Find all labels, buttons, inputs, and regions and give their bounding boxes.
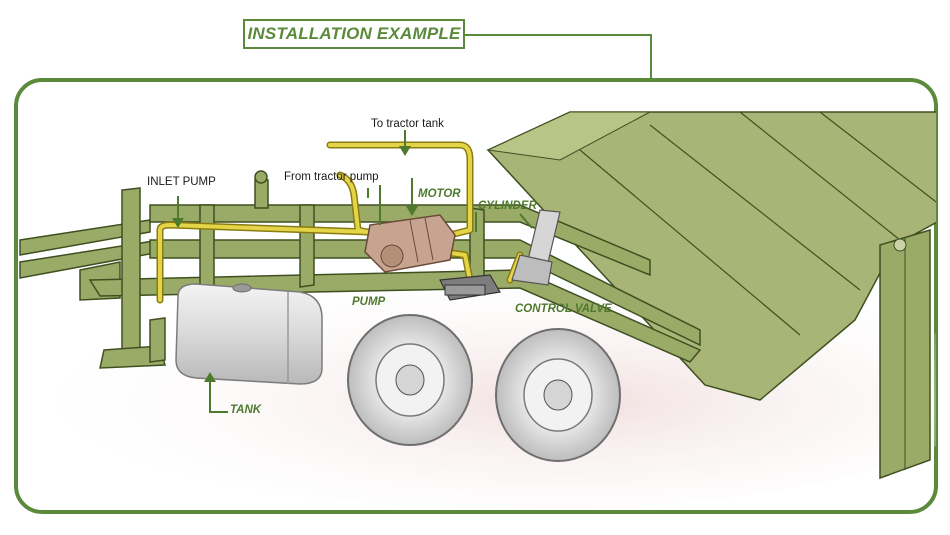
motor-pump-unit (364, 214, 456, 273)
control-valve (439, 274, 501, 301)
label-cylinder: CYLINDER (478, 200, 537, 212)
wheel-rear (495, 328, 621, 462)
label-tank: TANK (230, 404, 262, 416)
wheel-front (347, 314, 473, 446)
title-box: INSTALLATION EXAMPLE (243, 19, 465, 49)
dump-bed (486, 111, 936, 480)
label-from-tractor-pump: From tractor pump (284, 171, 379, 183)
hydraulic-tank (175, 283, 323, 385)
title-connector-line (465, 34, 652, 80)
label-control-valve: CONTROL VALVE (515, 303, 612, 315)
label-motor: MOTOR (418, 188, 461, 200)
hydraulic-cylinder (511, 209, 561, 286)
page-title: INSTALLATION EXAMPLE (247, 24, 461, 43)
label-pump: PUMP (352, 296, 386, 308)
label-to-tractor-tank: To tractor tank (371, 118, 444, 130)
label-inlet-pump: INLET PUMP (147, 176, 216, 188)
